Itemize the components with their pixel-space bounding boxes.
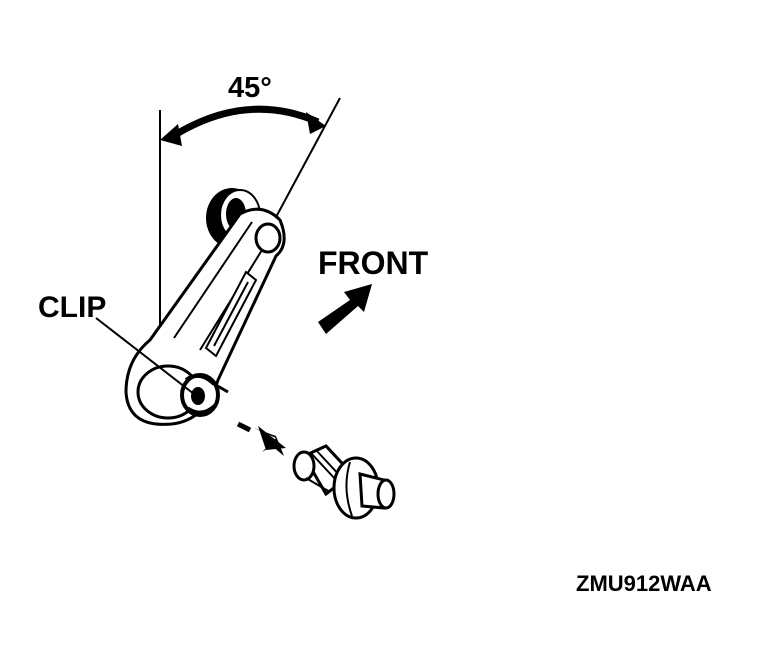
angled-reference-line — [267, 97, 341, 233]
clip-leader-line — [95, 317, 195, 395]
clip — [180, 373, 229, 417]
angle-arc — [160, 105, 326, 146]
clip-label: CLIP — [38, 291, 107, 324]
figure-code: ZMU912WAA — [576, 571, 712, 596]
angle-label: 45° — [228, 72, 272, 104]
arrow-up-right-icon — [318, 284, 372, 334]
arrow-down-right-icon — [236, 421, 286, 456]
regulator-shaft — [292, 444, 396, 520]
front-label: FRONT — [318, 245, 429, 281]
